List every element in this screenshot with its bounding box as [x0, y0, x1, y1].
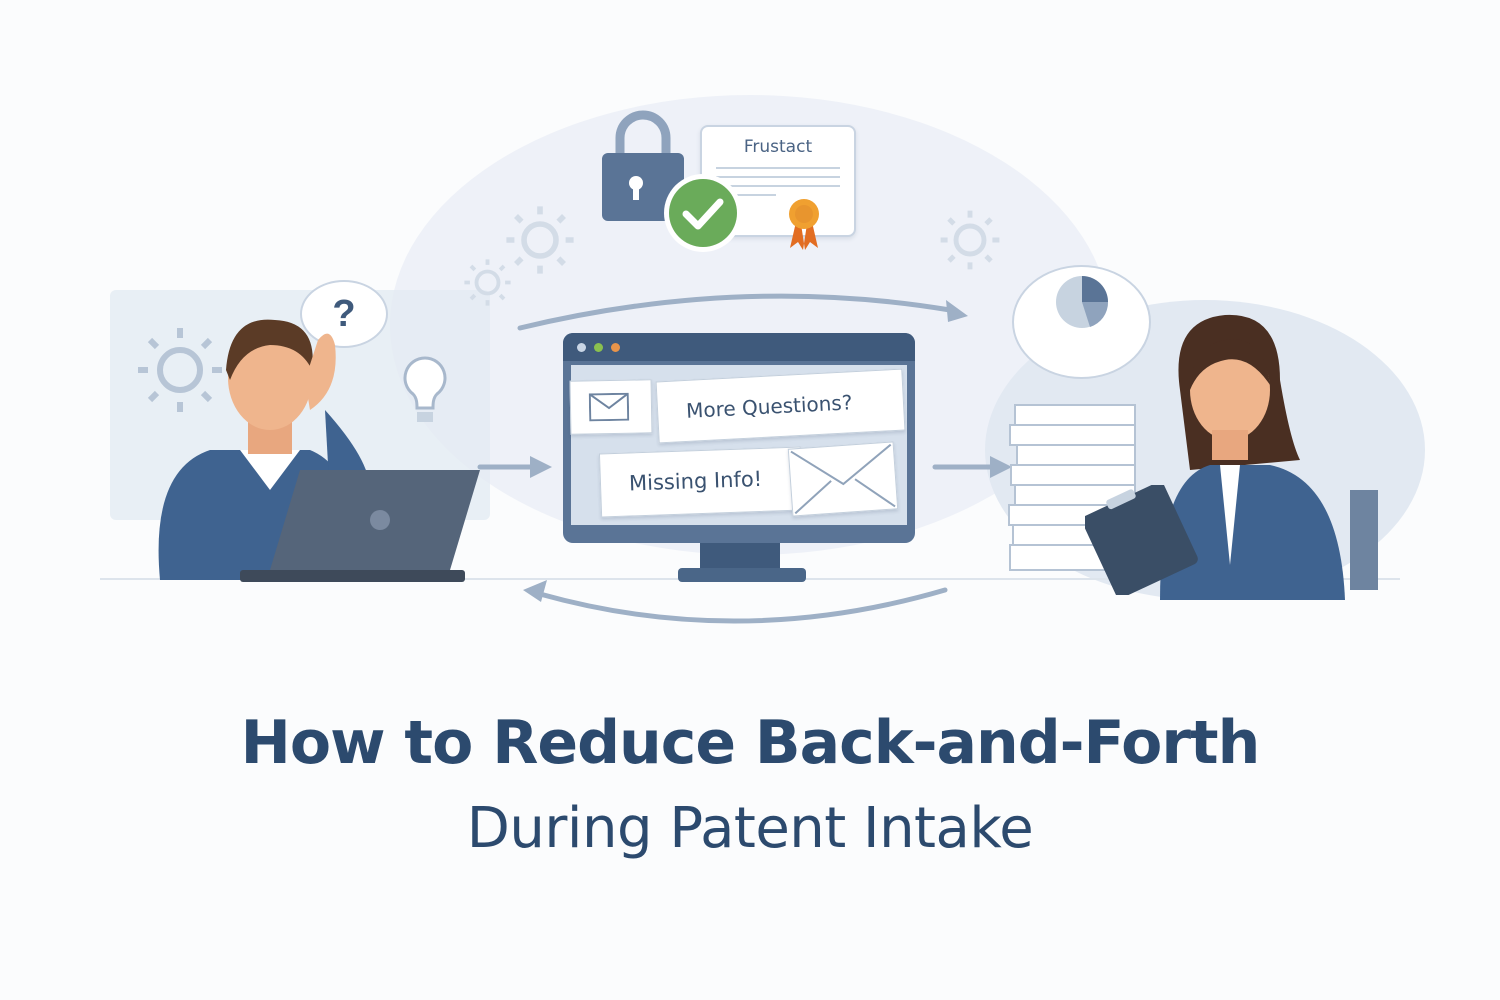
thought-bubble: ?: [300, 280, 388, 348]
gear-icon: [464, 259, 511, 306]
monitor-base: [678, 568, 806, 582]
pie-chart-icon: [1056, 276, 1109, 328]
question-mark: ?: [332, 293, 356, 335]
envelope-icon: [588, 392, 630, 422]
gear-icon: [138, 328, 222, 412]
lightbulb-icon: [403, 356, 447, 422]
laptop-icon: [240, 470, 480, 582]
window-dot: [594, 343, 603, 352]
note-more-questions: More Questions?: [655, 368, 906, 444]
envelope-note: [569, 379, 653, 435]
gear-icon: [506, 206, 574, 274]
gear-icon: [940, 210, 1000, 270]
envelope-large: [787, 441, 899, 517]
clipboard-icon: [1085, 485, 1198, 595]
page-title-line-2: During Patent Intake: [466, 796, 1034, 861]
certificate-title: Frustact: [743, 137, 813, 157]
checkmark-icon: [664, 174, 742, 252]
page-title-line-1: How to Reduce Back-and-Forth: [240, 708, 1261, 778]
note-missing-info: Missing Info!: [598, 446, 804, 518]
window-dot: [611, 343, 620, 352]
award-ribbon-icon: [789, 199, 819, 250]
lock-icon: [602, 110, 684, 221]
monitor-stand: [700, 543, 780, 571]
envelope-icon: [790, 443, 896, 515]
window-dot: [577, 343, 586, 352]
person-right: [1160, 314, 1378, 600]
